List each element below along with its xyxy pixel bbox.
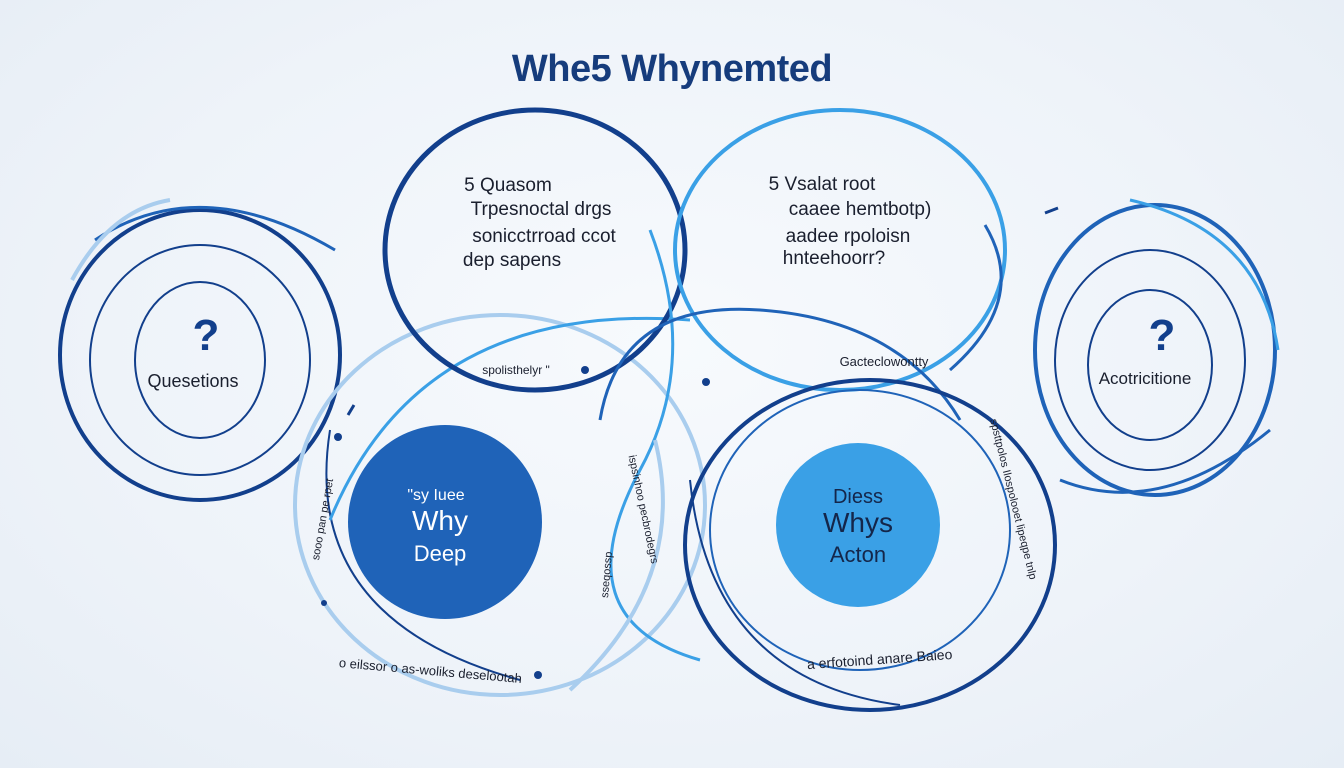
- top-left-line-2: Trpesnoctal drgs: [471, 199, 612, 220]
- whys-acton-line-3: Acton: [830, 542, 886, 567]
- bottom-right-big-ring: [683, 378, 1057, 712]
- center-sweep-3: [568, 439, 665, 692]
- left-circle-label: Quesetions: [147, 371, 238, 391]
- why-deep-text: "sy Iuee Why Deep: [407, 487, 468, 566]
- top-left-circle: [382, 107, 688, 393]
- label-left-mid: spolisthelyr ": [482, 363, 550, 377]
- center-sweep-2: [598, 307, 962, 421]
- why-deep-line-3: Deep: [414, 541, 467, 566]
- center-sweep-1: [609, 229, 701, 662]
- right-ring-group: [1033, 198, 1280, 497]
- label-right-top: Gacteclowontty: [840, 354, 929, 369]
- dot-left-mid: [581, 366, 589, 374]
- left-ring-group: [58, 198, 342, 502]
- question-mark-icon: ?: [193, 311, 220, 360]
- right-tick-mark: [1044, 206, 1059, 215]
- right-outer-ring: [1033, 203, 1277, 497]
- center-left-big-ring: [293, 313, 707, 697]
- top-right-line-4: hnteehoorr?: [783, 248, 885, 269]
- left-inner-ring: [134, 281, 266, 439]
- right-circle-label: Acotricitione: [1099, 369, 1192, 388]
- top-right-text-block: 5 Vsalat root caaee hemtbotp) aadee rpol…: [769, 174, 932, 269]
- center-left-sky-arc: [328, 316, 691, 521]
- dot-center: [702, 378, 710, 386]
- whys-acton-circle: [776, 443, 940, 607]
- top-right-line-2: caaee hemtbotp): [789, 199, 932, 220]
- top-right-dark-arc: [949, 224, 1003, 372]
- left-outer-swoosh: [94, 205, 336, 252]
- label-center-arc: ispsinhoo pecbrodegrs: [626, 454, 661, 565]
- top-right-circle: [673, 108, 1007, 392]
- center-left-ring-group: [293, 313, 707, 697]
- diagram-title: Whe5 Whynemted: [511, 48, 833, 90]
- bottom-right-ring-group: [683, 378, 1057, 712]
- right-outer-swoosh: [1129, 198, 1280, 351]
- dot-left-arc: [334, 433, 342, 441]
- center-left-arc: [325, 429, 521, 681]
- right-lower-swoosh: [1059, 428, 1271, 494]
- why-deep-circle: [348, 425, 542, 619]
- top-left-text-block: 5 Quasom Trpesnoctal drgs sonicctrroad c…: [463, 175, 617, 271]
- top-right-line-1: 5 Vsalat root: [769, 174, 876, 195]
- tick-left-arc: [346, 404, 356, 416]
- top-right-line-3: aadee rpoloisn: [786, 226, 911, 247]
- label-center-arc-2: sseqossp: [599, 551, 615, 598]
- top-left-line-4: dep sapens: [463, 250, 561, 271]
- left-outer-ring: [58, 208, 342, 502]
- whys-acton-line-2: Whys: [823, 507, 893, 538]
- left-middle-ring: [89, 244, 311, 476]
- top-left-line-1: 5 Quasom: [464, 175, 552, 196]
- dot-left-arc-2: [321, 600, 327, 606]
- bottom-right-arc: [689, 479, 901, 706]
- left-pale-swoosh: [70, 198, 171, 281]
- question-mark-icon: ?: [1149, 311, 1176, 360]
- dot-bottom-left: [534, 671, 542, 679]
- right-inner-ring: [1087, 289, 1213, 441]
- center-sweep-group: [568, 229, 962, 692]
- why-deep-line-1: "sy Iuee: [407, 487, 464, 504]
- right-middle-ring: [1054, 249, 1246, 471]
- why-deep-line-2: Why: [412, 505, 468, 536]
- whys-acton-text: Diess Whys Acton: [823, 486, 893, 567]
- label-bottom-left: o eilssor o as-woliks deselootah: [338, 655, 522, 686]
- whys-acton-line-1: Diess: [833, 486, 883, 508]
- top-left-line-3: sonicctrroad ccot: [472, 226, 616, 247]
- bottom-right-inner-ring: [709, 389, 1011, 671]
